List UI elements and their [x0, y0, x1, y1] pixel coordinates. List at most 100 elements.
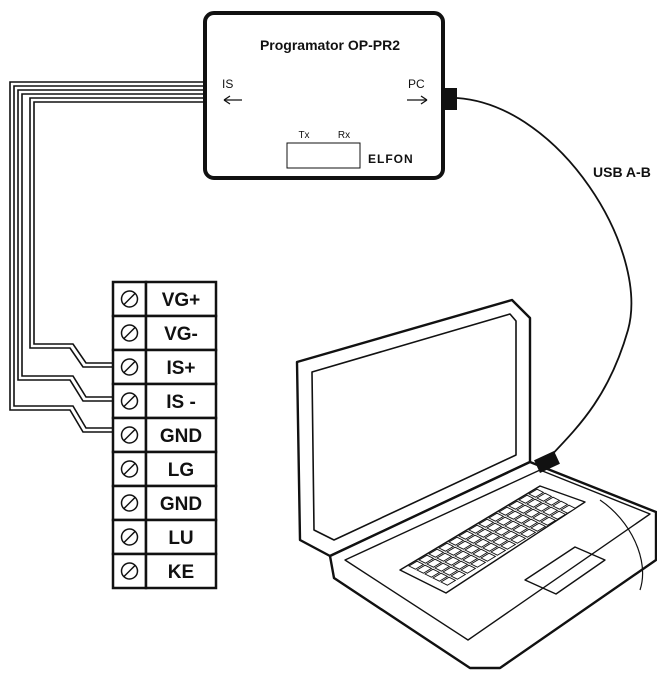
- keyboard-key: [450, 570, 467, 580]
- terminal-label: VG+: [162, 290, 201, 311]
- terminal-row: IS+: [111, 348, 218, 386]
- terminal-row: LG: [111, 450, 218, 488]
- keyboard-key: [486, 522, 503, 532]
- keyboard-key: [534, 502, 551, 512]
- terminal-row: GND: [111, 416, 218, 454]
- keyboard-key: [508, 500, 525, 510]
- keyboard-key: [482, 542, 499, 552]
- keyboard-key: [460, 564, 477, 574]
- keyboard-key: [480, 552, 497, 562]
- terminal-block: VG+ VG- IS+ IS - GND LG GND LU KE: [111, 280, 218, 590]
- brand-logo: ELFON: [368, 152, 414, 166]
- screw-terminal-icon: [120, 290, 139, 308]
- terminal-row: VG+: [111, 280, 218, 318]
- terminal-row: GND: [111, 484, 218, 522]
- keyboard-key: [530, 522, 547, 532]
- screw-terminal-icon: [120, 528, 139, 546]
- led-window: [286, 142, 361, 169]
- terminal-label: GND: [160, 494, 202, 515]
- keyboard-key: [408, 560, 425, 570]
- keyboard-key: [470, 558, 487, 568]
- keyboard-key: [428, 548, 445, 558]
- terminal-row: VG-: [111, 314, 218, 352]
- keyboard-key: [520, 528, 537, 538]
- keyboard-key: [424, 568, 441, 578]
- keyboard-key: [458, 530, 475, 540]
- port-pc-label: PC: [408, 77, 425, 91]
- screw-terminal-icon: [120, 426, 139, 444]
- programmer-box: Programator OP-PR2 IS PC Tx Rx ELFON: [203, 11, 445, 180]
- keyboard-key: [468, 524, 485, 534]
- keyboard-key: [442, 566, 459, 576]
- keyboard-key: [454, 550, 471, 560]
- keyboard-key: [478, 518, 495, 528]
- keyboard-key: [510, 534, 527, 544]
- keyboard-key: [462, 554, 479, 564]
- keyboard-key: [444, 556, 461, 566]
- usb-cable: [456, 97, 633, 463]
- keyboard-key: [448, 536, 465, 546]
- keyboard-key: [452, 560, 469, 570]
- keyboard-key: [488, 512, 505, 522]
- keyboard-key: [440, 576, 457, 586]
- laptop-icon: [295, 298, 657, 670]
- keyboard-key: [456, 540, 473, 550]
- terminal-label: IS+: [166, 358, 195, 379]
- keyboard-key: [526, 498, 543, 508]
- keyboard-key: [494, 526, 511, 536]
- keyboard-key: [502, 530, 519, 540]
- terminal-row: IS -: [111, 382, 218, 420]
- keyboard-key: [436, 552, 453, 562]
- keyboard-key: [432, 572, 449, 582]
- keyboard-key: [476, 528, 493, 538]
- terminal-label: IS -: [166, 392, 196, 413]
- keyboard-key: [496, 516, 513, 526]
- tx-label: Tx: [298, 130, 309, 141]
- keyboard-key: [434, 562, 451, 572]
- keyboard-key: [416, 564, 433, 574]
- terminal-row: KE: [111, 552, 218, 590]
- keyboard-key: [446, 546, 463, 556]
- keyboard-key: [498, 506, 515, 516]
- terminal-label: KE: [168, 562, 194, 583]
- keyboard-key: [474, 538, 491, 548]
- keyboard-key: [426, 558, 443, 568]
- keyboard-key: [544, 496, 561, 506]
- keyboard-key: [506, 510, 523, 520]
- keyboard-key: [464, 544, 481, 554]
- keyboard-key: [472, 548, 489, 558]
- keyboard-key: [516, 504, 533, 514]
- screw-terminal-icon: [120, 562, 139, 580]
- arrow-left-icon: [223, 95, 242, 105]
- arrow-right-icon: [407, 95, 428, 105]
- keyboard-key: [418, 554, 435, 564]
- screw-terminal-icon: [120, 494, 139, 512]
- keyboard-key: [490, 546, 507, 556]
- terminal-label: LU: [168, 528, 193, 549]
- keyboard-key: [536, 492, 553, 502]
- terminal-label: VG-: [164, 324, 198, 345]
- keyboard-key: [504, 520, 521, 530]
- port-is-label: IS: [222, 77, 233, 91]
- usb-a-connector: [534, 451, 560, 473]
- screw-terminal-icon: [120, 460, 139, 478]
- keyboard-key: [550, 510, 567, 520]
- usb-b-connector: [443, 88, 457, 110]
- keyboard-key: [560, 504, 577, 514]
- screw-terminal-icon: [120, 358, 139, 376]
- keyboard-key: [492, 536, 509, 546]
- usb-cable-label: USB A-B: [593, 164, 651, 180]
- keyboard-key: [466, 534, 483, 544]
- screw-terminal-icon: [120, 324, 139, 342]
- terminal-row: LU: [111, 518, 218, 556]
- rx-label: Rx: [338, 130, 350, 141]
- keyboard-key: [438, 542, 455, 552]
- keyboard-key: [552, 500, 569, 510]
- keyboard-key: [518, 494, 535, 504]
- programmer-title: Programator OP-PR2: [260, 37, 400, 53]
- keyboard-key: [522, 518, 539, 528]
- keyboard-key: [540, 516, 557, 526]
- screw-terminal-icon: [120, 392, 139, 410]
- terminal-label: LG: [168, 460, 194, 481]
